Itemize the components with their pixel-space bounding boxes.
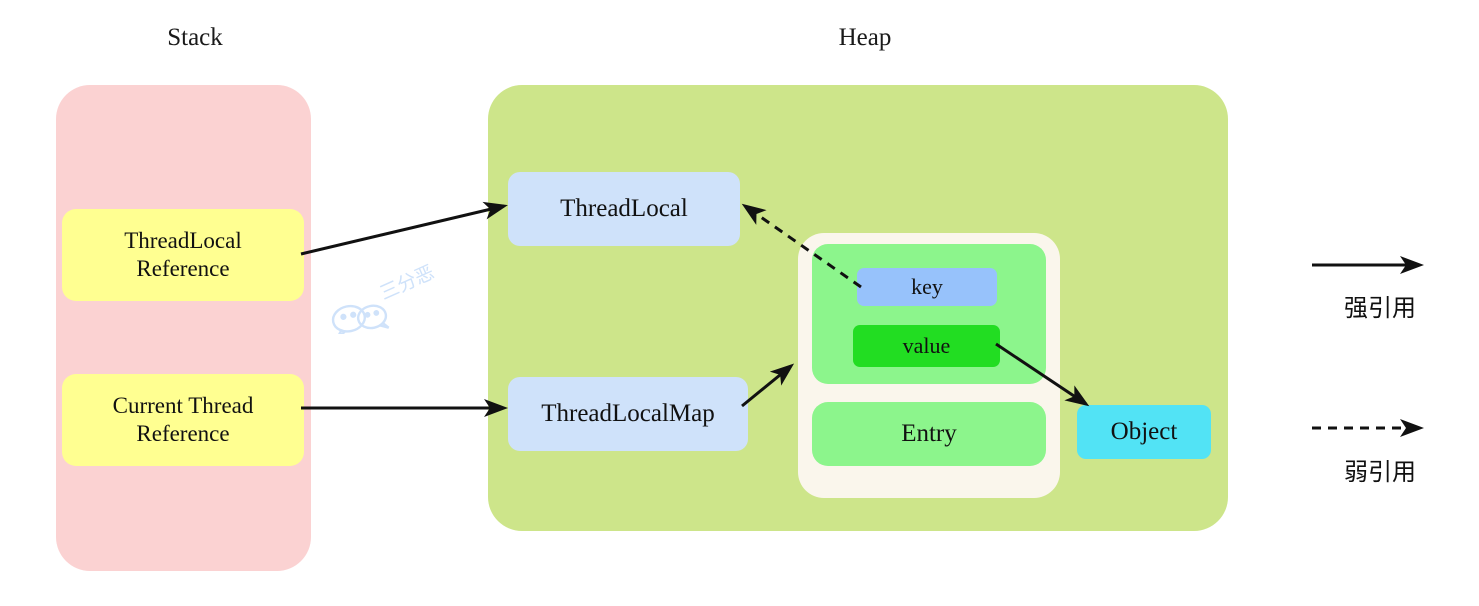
heap-title: Heap — [838, 24, 892, 51]
node-key: key — [857, 268, 997, 306]
node-threadlocal-reference: ThreadLocal Reference — [62, 209, 304, 301]
current-thread-reference-line2: Reference — [136, 421, 230, 446]
node-value: value — [853, 325, 1000, 367]
node-threadlocal: ThreadLocal — [508, 172, 740, 246]
legend-weak-reference-label: 弱引用 — [1344, 459, 1416, 486]
node-object: Object — [1077, 405, 1211, 459]
node-entry: Entry — [812, 402, 1046, 466]
wechat-watermark: 三分恶 — [326, 262, 466, 339]
wechat-icon — [331, 304, 390, 339]
node-current-thread-reference: Current Thread Reference — [62, 374, 304, 466]
watermark-text: 三分恶 — [377, 262, 438, 305]
current-thread-reference-line1: Current Thread — [112, 392, 254, 418]
stack-title: Stack — [167, 24, 223, 51]
threadlocal-reference-line2: Reference — [136, 256, 230, 281]
node-threadlocalmap: ThreadLocalMap — [508, 377, 748, 451]
stack-region — [56, 85, 311, 571]
legend-strong-reference-label: 强引用 — [1344, 295, 1416, 322]
edge-threadlocalref-to-threadlocal — [300, 201, 508, 256]
threadlocal-reference-line1: ThreadLocal — [124, 227, 242, 253]
